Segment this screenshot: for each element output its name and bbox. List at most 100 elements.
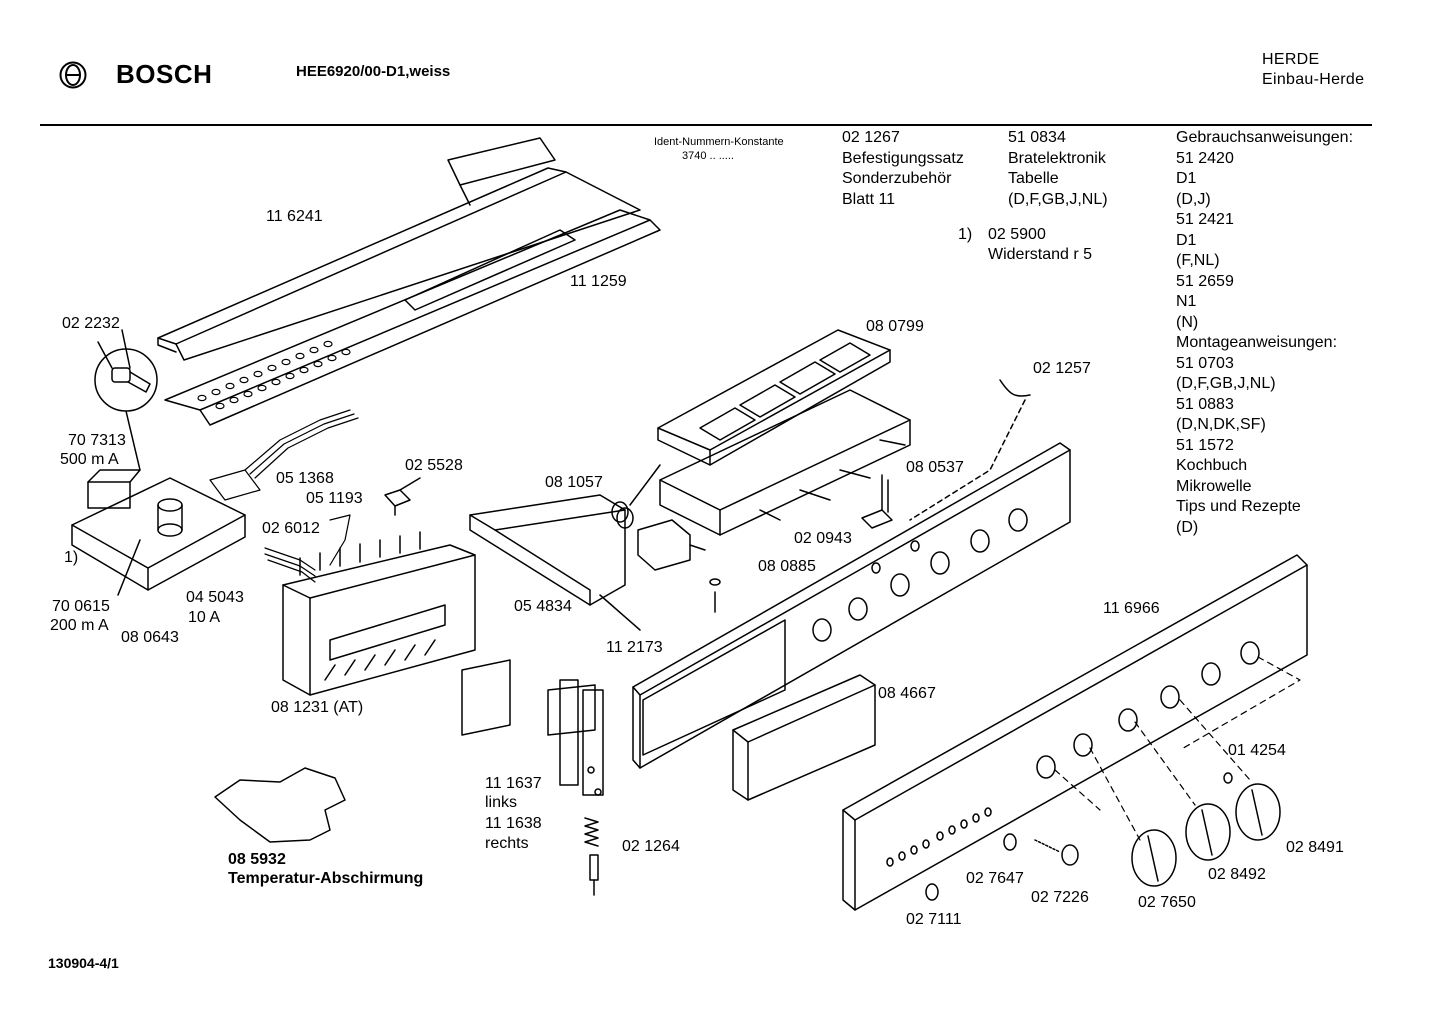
part-label: 02 8492 xyxy=(1208,866,1266,883)
part-label: 01 4254 xyxy=(1228,742,1286,759)
doc-line: 51 0703 xyxy=(1176,354,1234,372)
info-column-2: 51 0834 Bratelektronik Tabelle (D,F,GB,J… xyxy=(1008,128,1108,210)
info-text: Befestigungssatz xyxy=(842,149,964,167)
doc-line: (D,J) xyxy=(1176,190,1211,208)
footnote-number: 02 5900 xyxy=(988,226,1046,243)
part-label: 02 8491 xyxy=(1286,839,1344,856)
part-label: 05 1193 xyxy=(306,490,363,507)
footnote-text: Widerstand r 5 xyxy=(988,246,1093,263)
part-label: links xyxy=(485,794,518,811)
subcategory-title: Einbau-Herde xyxy=(1262,71,1365,88)
top-cover-panel xyxy=(157,137,661,426)
part-label: 02 7226 xyxy=(1031,889,1089,906)
doc-line: Montageanweisungen: xyxy=(1176,334,1338,351)
doc-line: D1 xyxy=(1176,231,1197,249)
doc-line: 51 2659 xyxy=(1176,272,1234,290)
part-label: 10 A xyxy=(188,609,221,626)
category-title: HERDE xyxy=(1262,51,1320,68)
part-label: 04 5043 xyxy=(186,589,244,606)
part-label: 08 0643 xyxy=(121,629,179,646)
part-label: 02 7111 xyxy=(906,911,962,928)
part-label: 11 6241 xyxy=(266,208,323,225)
part-label: Temperatur-Abschirmung xyxy=(228,870,424,887)
transformer-part xyxy=(637,519,721,613)
info-text: 02 1267 xyxy=(842,129,900,146)
part-label: 02 2232 xyxy=(62,315,120,332)
display-module xyxy=(282,531,476,696)
part-label: 11 2173 xyxy=(606,639,663,656)
doc-line: (D,F,GB,J,NL) xyxy=(1176,375,1276,392)
doc-line: Gebrauchsanweisungen: xyxy=(1176,129,1354,146)
info-text: (D,F,GB,J,NL) xyxy=(1008,190,1108,208)
sensor-lead xyxy=(999,379,1031,397)
doc-line: Kochbuch xyxy=(1176,457,1248,474)
vent-holes xyxy=(197,340,351,410)
part-label: 02 0943 xyxy=(794,530,852,547)
side-bracket xyxy=(461,659,604,796)
part-label: 02 1257 xyxy=(1033,360,1091,377)
part-label: 02 6012 xyxy=(262,520,320,537)
doc-line: Tips und Rezepte xyxy=(1176,498,1301,515)
part-label: 08 0799 xyxy=(866,318,924,335)
part-label: 11 1637 xyxy=(485,775,542,792)
info-text: Bratelektronik xyxy=(1008,149,1106,167)
footnote-marker: 1) xyxy=(958,226,973,243)
doc-line: (F,NL) xyxy=(1176,252,1220,269)
part-label: 08 5932 xyxy=(228,851,286,868)
ident-value: 3740 .. ..... xyxy=(682,150,734,162)
ident-title: Ident-Nummern-Konstante xyxy=(654,136,784,148)
doc-line: (D,N,DK,SF) xyxy=(1176,416,1266,433)
alignment-lines xyxy=(1054,656,1301,841)
doc-line: Mikrowelle xyxy=(1176,477,1252,495)
part-label: 08 0885 xyxy=(758,558,816,575)
doc-line: (D) xyxy=(1176,518,1199,536)
doc-line: 51 2420 xyxy=(1176,149,1234,167)
doc-line: D1 xyxy=(1176,170,1197,187)
part-label: rechts xyxy=(485,835,529,852)
part-label: 05 4834 xyxy=(514,598,572,615)
header-rule xyxy=(40,124,1372,126)
part-label: 11 1638 xyxy=(485,815,542,832)
doc-line: 51 1572 xyxy=(1176,436,1234,454)
control-panel-rear xyxy=(632,442,1071,769)
doc-line: (N) xyxy=(1176,313,1199,331)
window-gasket xyxy=(732,674,876,801)
info-text: Blatt 11 xyxy=(842,190,896,208)
part-label: 11 1259 xyxy=(570,273,627,290)
small-buttons xyxy=(925,772,1233,901)
drawing-code: 130904-4/1 xyxy=(48,955,119,971)
part-label: 02 1264 xyxy=(622,838,680,855)
part-label: 05 1368 xyxy=(276,470,334,487)
front-fascia-panel xyxy=(842,554,1308,911)
info-text: 51 0834 xyxy=(1008,129,1066,146)
model-number: HEE6920/00-D1,weiss xyxy=(296,63,451,80)
part-label: 08 4667 xyxy=(878,685,936,702)
part-label: 02 7650 xyxy=(1138,894,1196,911)
part-label: 500 m A xyxy=(60,451,119,468)
circuit-board xyxy=(71,469,246,596)
part-label: 11 6966 xyxy=(1103,600,1160,617)
part-label: 08 0537 xyxy=(906,459,964,476)
bosch-logo-icon xyxy=(58,60,88,95)
part-label: 1) xyxy=(64,549,79,566)
relay-part xyxy=(861,474,893,529)
control-unit-frame xyxy=(657,329,911,536)
doc-line: 51 2421 xyxy=(1176,211,1234,228)
part-label: 70 0615 xyxy=(52,598,110,615)
part-label: 70 7313 xyxy=(68,432,126,449)
brand-name: BOSCH xyxy=(116,59,213,89)
part-label: 200 m A xyxy=(50,617,109,634)
thermal-coil xyxy=(611,464,661,529)
part-label: 02 5528 xyxy=(405,457,463,474)
part-label: 08 1231 (AT) xyxy=(271,699,364,716)
doc-line: 51 0883 xyxy=(1176,395,1234,413)
connector-wires xyxy=(264,514,351,583)
control-knobs xyxy=(1131,783,1281,887)
switch-part xyxy=(384,477,421,516)
info-text: Tabelle xyxy=(1008,170,1059,187)
ribbon-cable xyxy=(209,409,359,501)
documentation-column: Gebrauchsanweisungen: 51 2420 D1 (D,J) 5… xyxy=(1176,128,1353,538)
spring-pin xyxy=(584,817,599,896)
part-label: 08 1057 xyxy=(545,474,603,491)
